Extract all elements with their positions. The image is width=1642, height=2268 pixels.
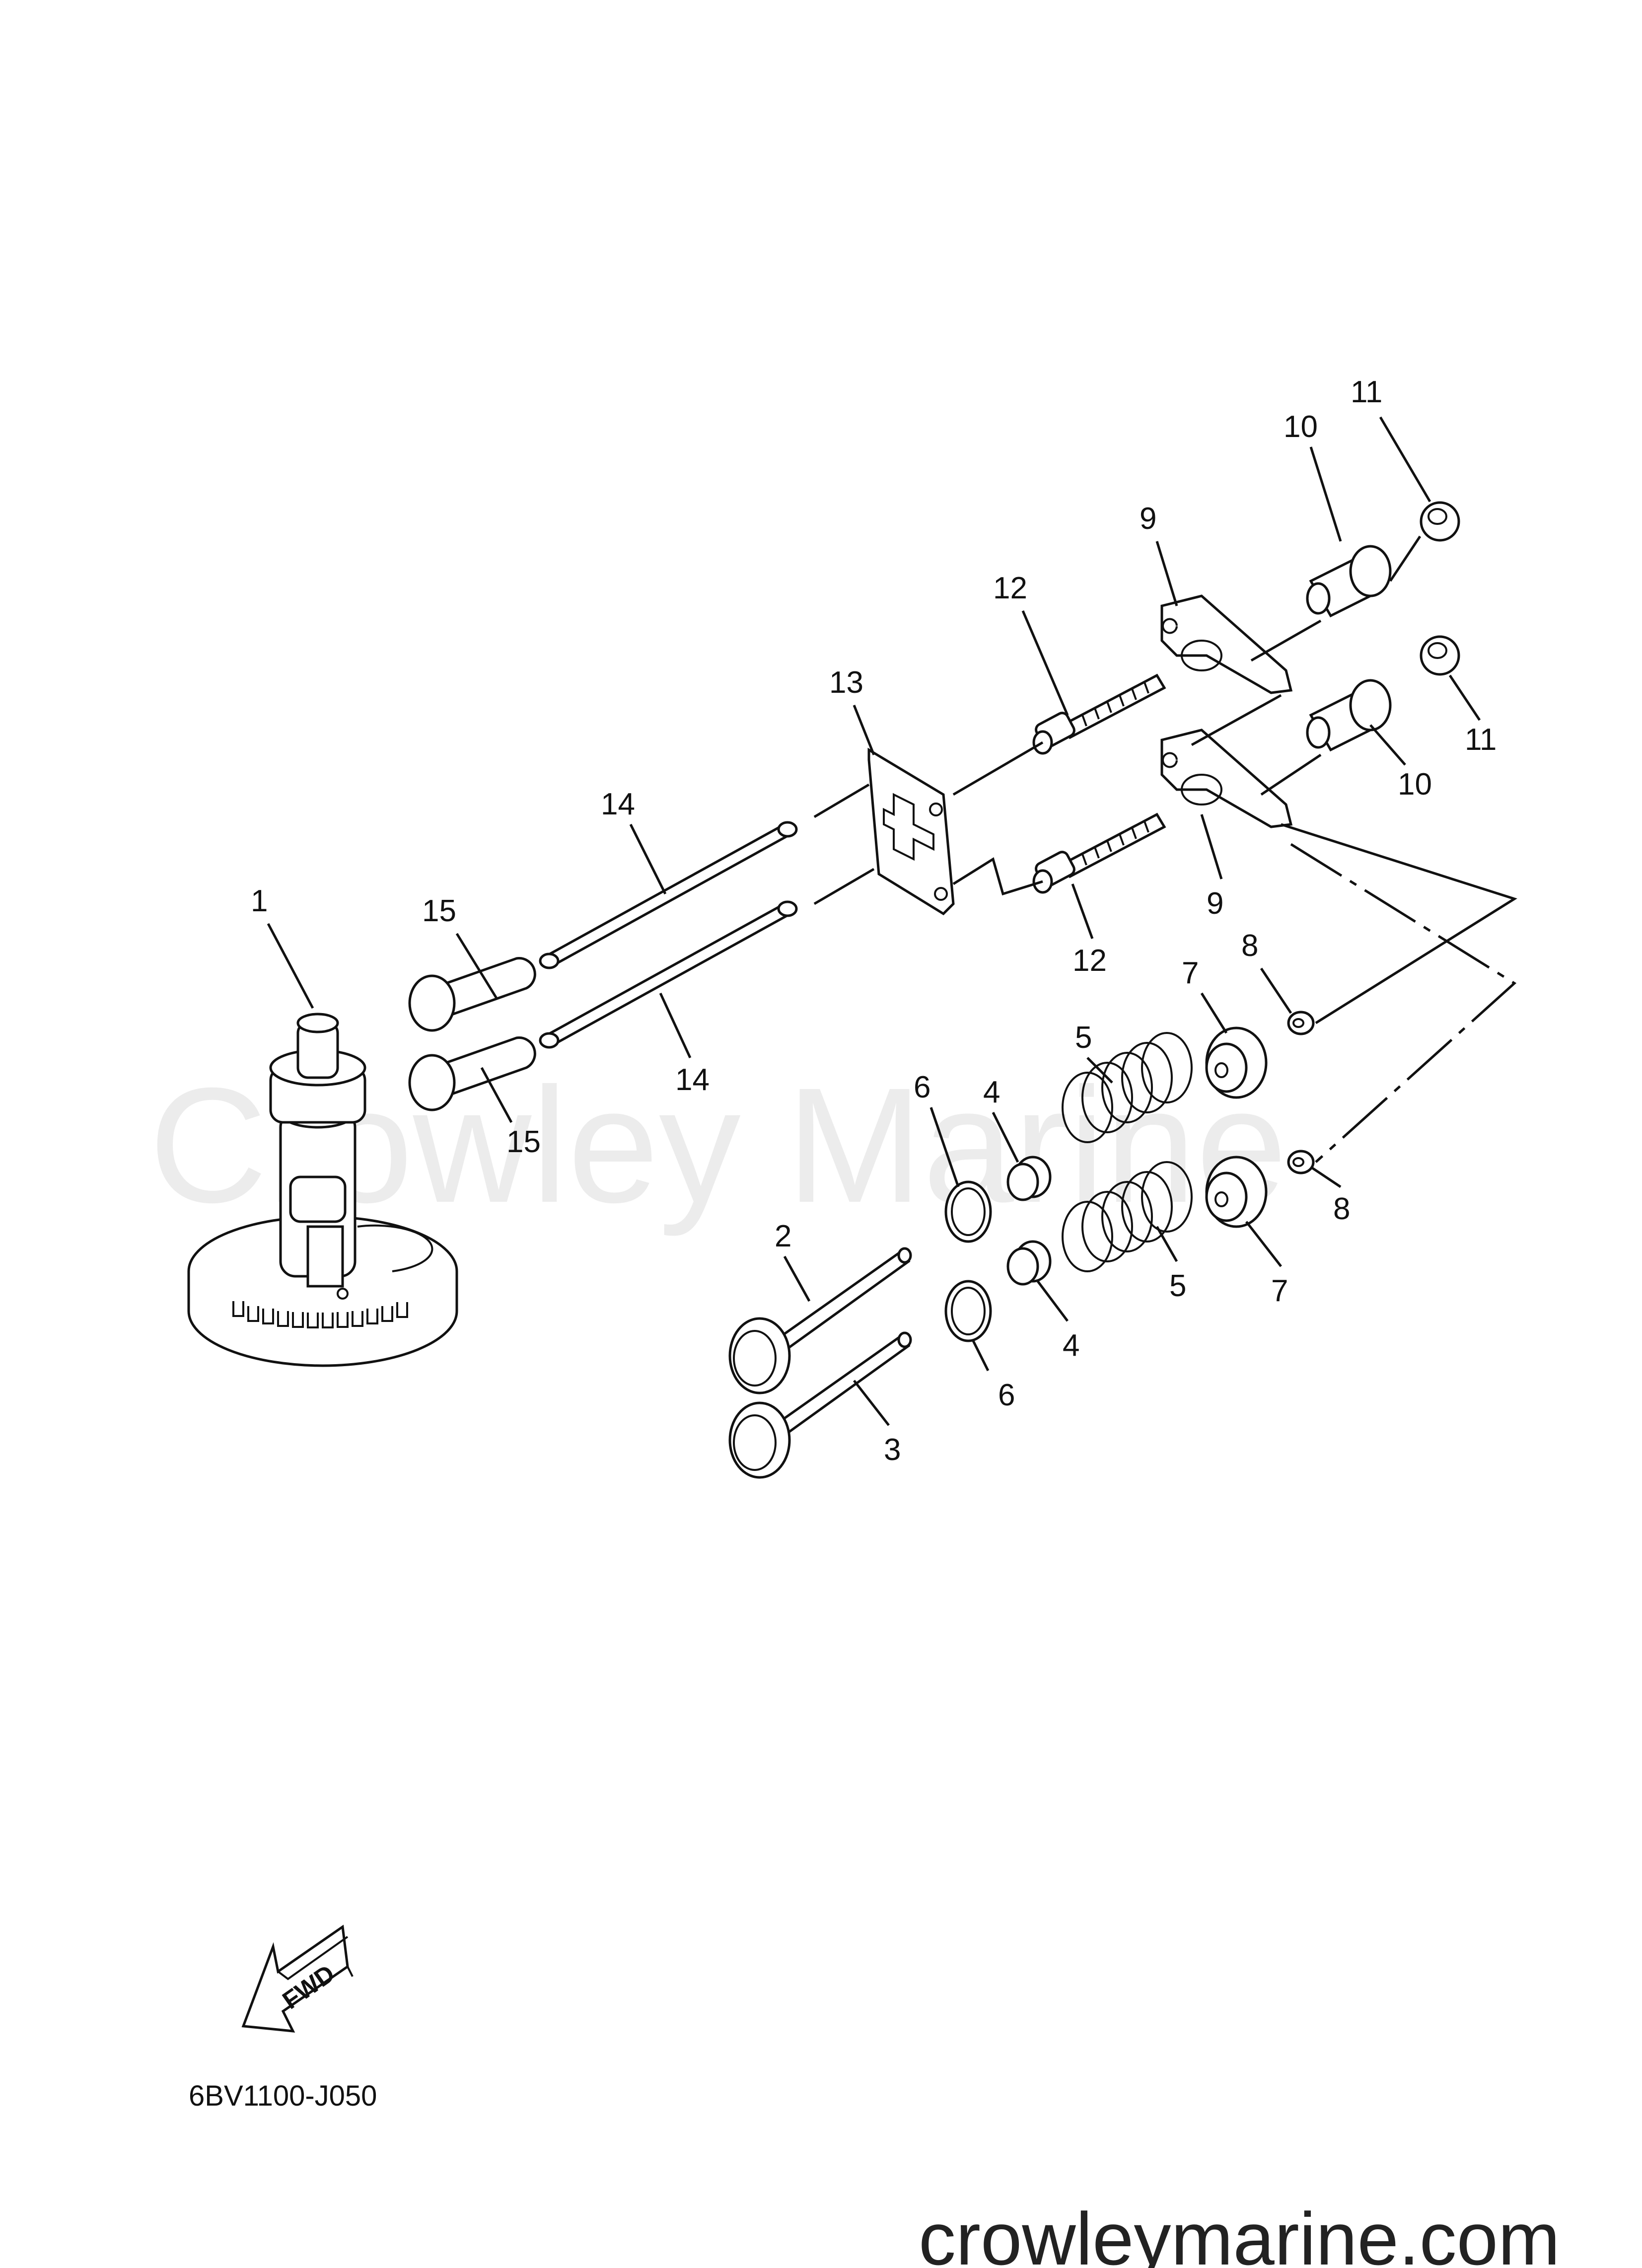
tappet-upper-part[interactable] xyxy=(408,957,536,1032)
callout-7-lower: 7 xyxy=(1271,1274,1288,1308)
callout-9-lower: 9 xyxy=(1207,886,1223,921)
callout-4-upper: 4 xyxy=(983,1075,1000,1109)
callout-15-lower: 15 xyxy=(506,1125,541,1159)
callout-15-upper: 15 xyxy=(422,894,456,928)
nut-lower-part[interactable] xyxy=(1420,635,1460,676)
rocker-stud-lower-part[interactable] xyxy=(1032,812,1166,894)
nut-upper-part[interactable] xyxy=(1420,501,1460,542)
callout-2: 2 xyxy=(775,1219,791,1253)
valve-collet-lower-part[interactable] xyxy=(1287,1150,1315,1174)
washer-lower-part[interactable] xyxy=(944,1280,992,1342)
valve-spring-lower-part[interactable] xyxy=(1062,1161,1193,1272)
callout-labels: 1 2 3 4 4 5 5 6 6 7 7 8 8 9 9 10 10 11 1… xyxy=(251,375,1497,1467)
callout-14-upper: 14 xyxy=(601,787,635,821)
tappet-lower-part[interactable] xyxy=(408,1036,536,1111)
push-rod-lower-part[interactable] xyxy=(539,900,798,1049)
callout-13: 13 xyxy=(829,665,863,700)
leader-lines xyxy=(267,416,1481,1426)
assembly-lines xyxy=(813,535,1517,1163)
callout-12-lower: 12 xyxy=(1072,944,1107,978)
camshaft-gear-part[interactable] xyxy=(187,1013,458,1367)
callout-11-lower: 11 xyxy=(1465,723,1497,757)
callout-12-upper: 12 xyxy=(993,571,1027,605)
valve-spring-upper-part[interactable] xyxy=(1062,1032,1193,1143)
fwd-arrow-icon: FWD xyxy=(241,1924,354,2033)
spring-retainer-upper-part[interactable] xyxy=(1205,1026,1268,1099)
stem-seal-lower-part[interactable] xyxy=(1006,1240,1052,1286)
callout-5-lower: 5 xyxy=(1169,1269,1186,1303)
site-footer: crowleymarine.com xyxy=(919,2197,1560,2268)
spring-retainer-lower-part[interactable] xyxy=(1205,1156,1268,1228)
diagram-code: 6BV1100-J050 xyxy=(189,2080,377,2112)
callout-7-upper: 7 xyxy=(1182,956,1199,990)
callout-10-upper: 10 xyxy=(1284,410,1318,444)
guide-plate-part[interactable] xyxy=(867,747,955,916)
rocker-pivot-lower-part[interactable] xyxy=(1306,679,1392,752)
callout-6-upper: 6 xyxy=(914,1070,930,1104)
callout-8-lower: 8 xyxy=(1333,1192,1350,1226)
rocker-stud-upper-part[interactable] xyxy=(1032,673,1166,755)
callout-4-lower: 4 xyxy=(1063,1328,1079,1363)
rocker-arm-upper-part[interactable] xyxy=(1160,594,1293,694)
callout-10-lower: 10 xyxy=(1398,767,1432,802)
callout-5-upper: 5 xyxy=(1075,1021,1092,1055)
rocker-pivot-upper-part[interactable] xyxy=(1306,545,1392,618)
rocker-arm-lower-part[interactable] xyxy=(1160,729,1293,828)
callout-1: 1 xyxy=(251,884,268,918)
exhaust-valve-part[interactable] xyxy=(728,1331,912,1479)
intake-valve-part[interactable] xyxy=(728,1247,912,1394)
valve-collet-upper-part[interactable] xyxy=(1287,1011,1315,1035)
callout-6-lower: 6 xyxy=(998,1378,1015,1412)
callout-3: 3 xyxy=(884,1433,901,1467)
callout-14-lower: 14 xyxy=(675,1063,710,1097)
washer-upper-part[interactable] xyxy=(944,1180,992,1243)
push-rod-upper-part[interactable] xyxy=(539,821,798,969)
callout-8-upper: 8 xyxy=(1241,929,1258,963)
stem-seal-upper-part[interactable] xyxy=(1006,1156,1052,1201)
callout-9-upper: 9 xyxy=(1140,502,1156,536)
callout-11-upper: 11 xyxy=(1351,375,1382,409)
